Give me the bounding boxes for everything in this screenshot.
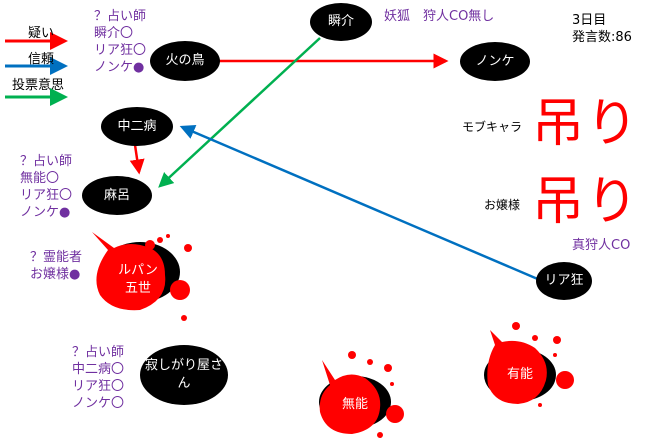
hanged-mark-1: 吊り [532,94,641,154]
note-line: ノンケ〇 [72,396,125,411]
note-line: リア狂〇 [20,188,73,203]
node-nonke[interactable]: ノンケ [460,42,530,81]
note-line: リア狂〇 [94,43,147,58]
hanged-victim-2: お嬢様 [484,198,521,212]
note-line: ？霊能者 [30,250,83,265]
legend-trust-label: 信頼 [28,52,55,67]
note-line: お嬢様● [30,267,81,282]
note-line: リア狂〇 [72,379,125,394]
note-line: 中二病〇 [72,362,125,377]
arrow-chunibyo-to-maro [129,144,145,175]
node-chunibyo[interactable]: 中二病 [101,107,173,146]
note-shunsuke: 妖狐 狩人CO無し [384,9,495,24]
note-maro: ？占い師 無能〇 リア狂〇 ノンケ● [20,153,72,221]
note-lupin: ？霊能者 お嬢様● [30,249,82,283]
node-maro[interactable]: 麻呂 [82,176,152,215]
legend-suspect-label: 疑い [28,26,55,41]
node-lupin[interactable]: ルパン 五世 [118,263,158,296]
node-shunsuke[interactable]: 瞬介 [310,3,372,41]
blood-splatter-yuunou [484,322,574,407]
day-label: 3日目 [572,13,607,28]
post-count: 発言数:86 [572,30,632,45]
note-hinotori: ？占い師 瞬介〇 リア狂〇 ノンケ● [94,8,146,76]
node-sabishigari[interactable]: 寂しがり屋さん [140,345,228,405]
node-yuunou[interactable]: 有能 [506,367,533,382]
note-sabishigari: ？占い師 中二病〇 リア狂〇 ノンケ〇 [72,344,124,412]
arrow-shunsuke-to-maro [158,37,321,188]
note-line: ノンケ● [94,60,145,75]
note-line: ？占い師 [20,154,73,169]
node-hinotori[interactable]: 火の鳥 [150,41,220,81]
note-line: 無能〇 [20,171,60,186]
node-munou[interactable]: 無能 [341,397,368,412]
note-riakyo: 真狩人CO [572,238,631,253]
hanged-victim-1: モブキャラ [462,120,523,134]
blood-splatter-munou [319,351,404,438]
arrow-riakyo-to-chunibyo [179,125,541,282]
note-line: ？占い師 [72,345,125,360]
note-line: 瞬介〇 [94,26,134,41]
blood-splatter-lupin [92,232,192,321]
hanged-mark-2: 吊り [532,172,641,232]
node-riakyo[interactable]: リア狂 [536,262,592,300]
legend-vote-label: 投票意思 [12,78,65,93]
note-line: ？占い師 [94,9,147,24]
note-line: ノンケ● [20,205,71,220]
